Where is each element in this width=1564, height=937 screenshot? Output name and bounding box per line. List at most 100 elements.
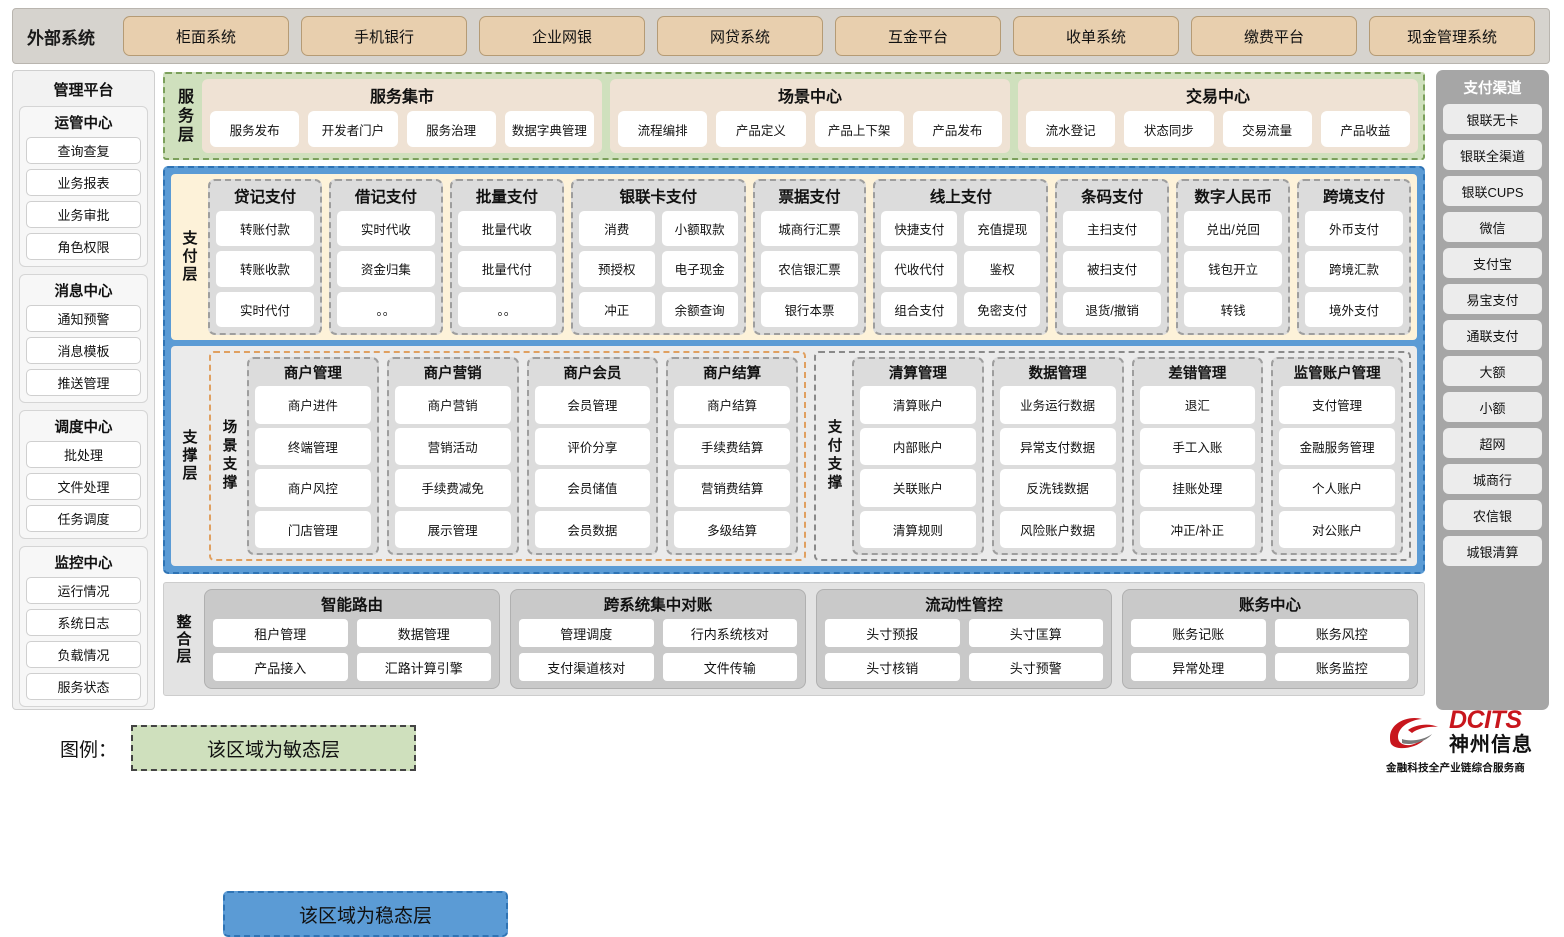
payment-channel-item[interactable]: 农信银 bbox=[1443, 500, 1542, 530]
external-system-chip[interactable]: 企业网银 bbox=[479, 16, 645, 56]
service-item[interactable]: 数据字典管理 bbox=[504, 111, 594, 147]
scene-support-item[interactable]: 商户结算 bbox=[674, 386, 790, 424]
management-item[interactable]: 批处理 bbox=[26, 441, 141, 468]
service-item[interactable]: 服务治理 bbox=[406, 111, 496, 147]
service-item[interactable]: 状态同步 bbox=[1124, 111, 1214, 147]
management-item[interactable]: 查询查复 bbox=[26, 137, 141, 164]
payment-item[interactable]: 主扫支付 bbox=[1063, 211, 1162, 247]
external-system-chip[interactable]: 柜面系统 bbox=[123, 16, 289, 56]
payment-item[interactable]: 被扫支付 bbox=[1063, 251, 1162, 287]
payment-item[interactable]: 批量代付 bbox=[457, 251, 556, 287]
integration-item[interactable]: 头寸预警 bbox=[968, 653, 1103, 681]
management-item[interactable]: 任务调度 bbox=[26, 505, 141, 532]
service-item[interactable]: 产品上下架 bbox=[814, 111, 904, 147]
scene-support-item[interactable]: 商户进件 bbox=[255, 386, 371, 424]
integration-item[interactable]: 异常处理 bbox=[1131, 653, 1266, 681]
payment-item[interactable]: 充值提现 bbox=[964, 211, 1041, 247]
external-system-chip[interactable]: 互金平台 bbox=[835, 16, 1001, 56]
payment-support-item[interactable]: 清算规则 bbox=[860, 510, 976, 548]
management-item[interactable]: 负载情况 bbox=[26, 641, 141, 668]
payment-item[interactable]: 退货/撤销 bbox=[1063, 291, 1162, 327]
payment-item[interactable]: 钱包开立 bbox=[1184, 251, 1283, 287]
payment-support-item[interactable]: 业务运行数据 bbox=[999, 386, 1116, 424]
payment-support-item[interactable]: 异常支付数据 bbox=[999, 427, 1116, 465]
scene-support-item[interactable]: 手续费结算 bbox=[674, 427, 790, 465]
payment-item[interactable]: 批量代收 bbox=[457, 211, 556, 247]
integration-item[interactable]: 租户管理 bbox=[213, 619, 348, 647]
management-item[interactable]: 服务状态 bbox=[26, 673, 141, 700]
payment-support-item[interactable]: 清算账户 bbox=[860, 386, 976, 424]
payment-channel-item[interactable]: 银联CUPS bbox=[1443, 176, 1542, 206]
scene-support-item[interactable]: 多级结算 bbox=[674, 510, 790, 548]
external-system-chip[interactable]: 缴费平台 bbox=[1191, 16, 1357, 56]
payment-item[interactable]: 实时代付 bbox=[216, 291, 314, 327]
scene-support-item[interactable]: 会员管理 bbox=[534, 386, 651, 424]
external-system-chip[interactable]: 手机银行 bbox=[301, 16, 467, 56]
payment-channel-item[interactable]: 通联支付 bbox=[1443, 320, 1542, 350]
payment-support-item[interactable]: 个人账户 bbox=[1279, 469, 1395, 507]
payment-item[interactable]: 。。 bbox=[336, 291, 435, 327]
service-item[interactable]: 开发者门户 bbox=[308, 111, 398, 147]
service-item[interactable]: 产品发布 bbox=[912, 111, 1002, 147]
payment-support-item[interactable]: 风险账户数据 bbox=[999, 510, 1116, 548]
payment-item[interactable]: 电子现金 bbox=[661, 251, 738, 287]
management-item[interactable]: 系统日志 bbox=[26, 609, 141, 636]
management-item[interactable]: 角色权限 bbox=[26, 233, 141, 260]
payment-support-item[interactable]: 手工入账 bbox=[1139, 427, 1256, 465]
payment-item[interactable]: 消费 bbox=[578, 211, 655, 247]
payment-item[interactable]: 冲正 bbox=[578, 291, 655, 327]
service-item[interactable]: 流程编排 bbox=[618, 111, 708, 147]
scene-support-item[interactable]: 门店管理 bbox=[255, 510, 371, 548]
payment-channel-item[interactable]: 小额 bbox=[1443, 392, 1542, 422]
management-item[interactable]: 运行情况 bbox=[26, 577, 141, 604]
integration-item[interactable]: 头寸匡算 bbox=[968, 619, 1103, 647]
integration-item[interactable]: 账务记账 bbox=[1131, 619, 1266, 647]
service-item[interactable]: 服务发布 bbox=[210, 111, 300, 147]
payment-channel-item[interactable]: 银联无卡 bbox=[1443, 104, 1542, 134]
scene-support-item[interactable]: 展示管理 bbox=[394, 510, 511, 548]
management-item[interactable]: 文件处理 bbox=[26, 473, 141, 500]
payment-item[interactable]: 跨境汇款 bbox=[1305, 251, 1404, 287]
integration-item[interactable]: 头寸核销 bbox=[825, 653, 960, 681]
payment-support-item[interactable]: 退汇 bbox=[1139, 386, 1256, 424]
management-item[interactable]: 消息模板 bbox=[26, 337, 141, 364]
payment-item[interactable]: 资金归集 bbox=[336, 251, 435, 287]
integration-item[interactable]: 行内系统核对 bbox=[662, 619, 797, 647]
integration-item[interactable]: 产品接入 bbox=[213, 653, 348, 681]
payment-item[interactable]: 转账收款 bbox=[216, 251, 314, 287]
scene-support-item[interactable]: 营销活动 bbox=[394, 427, 511, 465]
payment-channel-item[interactable]: 支付宝 bbox=[1443, 248, 1542, 278]
integration-item[interactable]: 数据管理 bbox=[356, 619, 491, 647]
payment-item[interactable]: 。。 bbox=[457, 291, 556, 327]
management-item[interactable]: 业务审批 bbox=[26, 201, 141, 228]
payment-item[interactable]: 快捷支付 bbox=[881, 211, 958, 247]
payment-item[interactable]: 外币支付 bbox=[1305, 211, 1404, 247]
payment-channel-item[interactable]: 微信 bbox=[1443, 212, 1542, 242]
external-system-chip[interactable]: 现金管理系统 bbox=[1369, 16, 1535, 56]
scene-support-item[interactable]: 商户营销 bbox=[394, 386, 511, 424]
scene-support-item[interactable]: 会员储值 bbox=[534, 469, 651, 507]
payment-item[interactable]: 农信银汇票 bbox=[760, 251, 859, 287]
payment-support-item[interactable]: 冲正/补正 bbox=[1139, 510, 1256, 548]
payment-item[interactable]: 银行本票 bbox=[760, 291, 859, 327]
payment-item[interactable]: 转钱 bbox=[1184, 291, 1283, 327]
payment-item[interactable]: 小额取款 bbox=[661, 211, 738, 247]
payment-support-item[interactable]: 金融服务管理 bbox=[1279, 427, 1395, 465]
integration-item[interactable]: 账务风控 bbox=[1274, 619, 1409, 647]
management-item[interactable]: 业务报表 bbox=[26, 169, 141, 196]
service-item[interactable]: 流水登记 bbox=[1026, 111, 1116, 147]
payment-channel-item[interactable]: 城银清算 bbox=[1443, 536, 1542, 566]
management-item[interactable]: 推送管理 bbox=[26, 369, 141, 396]
payment-item[interactable]: 境外支付 bbox=[1305, 291, 1404, 327]
integration-item[interactable]: 管理调度 bbox=[519, 619, 654, 647]
integration-item[interactable]: 头寸预报 bbox=[825, 619, 960, 647]
payment-support-item[interactable]: 反洗钱数据 bbox=[999, 469, 1116, 507]
scene-support-item[interactable]: 终端管理 bbox=[255, 427, 371, 465]
management-item[interactable]: 通知预警 bbox=[26, 305, 141, 332]
payment-channel-item[interactable]: 超网 bbox=[1443, 428, 1542, 458]
payment-item[interactable]: 预授权 bbox=[578, 251, 655, 287]
payment-support-item[interactable]: 对公账户 bbox=[1279, 510, 1395, 548]
external-system-chip[interactable]: 网贷系统 bbox=[657, 16, 823, 56]
payment-item[interactable]: 代收代付 bbox=[881, 251, 958, 287]
payment-item[interactable]: 鉴权 bbox=[964, 251, 1041, 287]
